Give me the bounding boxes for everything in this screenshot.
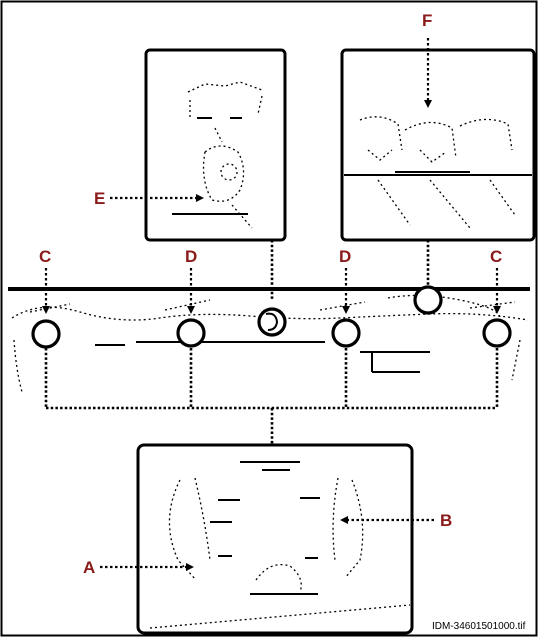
sensor-corner-right — [482, 318, 512, 348]
rear-camera-lens — [265, 312, 279, 331]
parking-sensor-top — [413, 285, 443, 315]
callout-D-right: D — [339, 247, 351, 266]
panel-parking-view — [340, 48, 536, 242]
panel-display-sketch — [149, 461, 411, 629]
panel-display — [136, 443, 414, 635]
callout-C-right: C — [490, 247, 502, 266]
panel-parking-sketch — [344, 116, 532, 229]
callout-A: A — [83, 558, 95, 577]
callout-E: E — [94, 189, 105, 208]
callout-C-left: C — [39, 247, 51, 266]
callout-F: F — [422, 11, 432, 30]
callout-leaders — [42, 38, 501, 571]
sensor-wiring — [44, 348, 499, 445]
sensor-corner-left — [31, 319, 61, 349]
panel-rear-camera-view — [144, 48, 287, 242]
sensor-center-right — [331, 318, 361, 348]
figure-caption: IDM-34601501000.tif — [432, 621, 526, 632]
callout-D-left: D — [185, 247, 197, 266]
sensor-center-left — [176, 318, 206, 348]
rear-camera — [257, 307, 287, 337]
panel-rear-camera-sketch — [172, 81, 263, 229]
callout-B: B — [440, 511, 452, 530]
